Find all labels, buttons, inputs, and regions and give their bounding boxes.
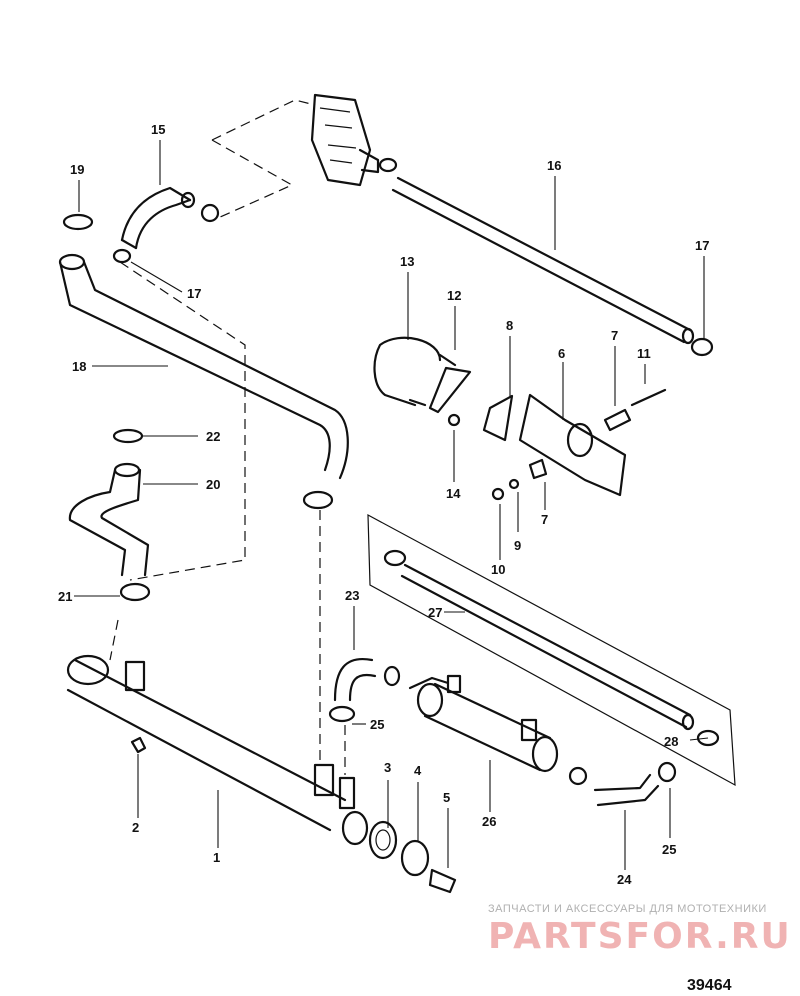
callout-25b: 25 xyxy=(662,842,676,857)
callout-8: 8 xyxy=(506,318,513,333)
hose-23 xyxy=(328,657,401,723)
callout-5: 5 xyxy=(443,790,450,805)
callout-17a: 17 xyxy=(695,238,709,253)
callout-21: 21 xyxy=(58,589,72,604)
callout-11: 11 xyxy=(637,346,651,361)
callout-1: 1 xyxy=(213,850,220,865)
callout-3: 3 xyxy=(384,760,391,775)
callout-15: 15 xyxy=(151,122,165,137)
callout-13: 13 xyxy=(400,254,414,269)
callout-23: 23 xyxy=(345,588,359,603)
cooler-26 xyxy=(408,674,588,786)
callout-10: 10 xyxy=(491,562,505,577)
hose-15 xyxy=(62,186,220,264)
callout-17b: 17 xyxy=(187,286,201,301)
callout-24: 24 xyxy=(617,872,632,887)
callout-6: 6 xyxy=(558,346,565,361)
cooler-body-1 xyxy=(66,619,356,832)
hose-24 xyxy=(593,761,677,807)
mounting-hardware xyxy=(373,336,667,501)
callout-2: 2 xyxy=(132,820,139,835)
callout-18: 18 xyxy=(72,359,86,374)
end-cap-parts xyxy=(341,810,457,894)
callout-7a: 7 xyxy=(611,328,618,343)
hose-20 xyxy=(68,428,151,602)
tube-panel-27 xyxy=(367,513,736,787)
callout-27: 27 xyxy=(428,605,442,620)
callout-16: 16 xyxy=(547,158,561,173)
hose-18 xyxy=(58,253,349,760)
watermark: ЗАПЧАСТИ И АКСЕССУАРЫ ДЛЯ МОТОТЕХНИКИ PA… xyxy=(488,903,792,957)
callout-7b: 7 xyxy=(541,512,548,527)
callout-20: 20 xyxy=(206,477,220,492)
callout-12: 12 xyxy=(447,288,461,303)
tube-16 xyxy=(378,157,714,357)
callout-4: 4 xyxy=(414,763,422,778)
watermark-tagline: ЗАПЧАСТИ И АКСЕССУАРЫ ДЛЯ МОТОТЕХНИКИ xyxy=(488,903,767,915)
figure-number: 39464 xyxy=(687,977,732,994)
callout-26: 26 xyxy=(482,814,496,829)
callout-14: 14 xyxy=(446,486,461,501)
callout-22: 22 xyxy=(206,429,220,444)
leader-lines xyxy=(74,140,709,870)
callout-19: 19 xyxy=(70,162,84,177)
callout-9: 9 xyxy=(514,538,521,553)
callout-labels: 1 2 3 4 5 6 7 7 8 9 10 11 12 13 14 15 16… xyxy=(58,122,709,887)
mounting-bracket xyxy=(211,93,380,219)
watermark-logo-text: PARTSFOR.RU xyxy=(488,916,792,957)
callout-28: 28 xyxy=(664,734,678,749)
callout-25a: 25 xyxy=(370,717,384,732)
